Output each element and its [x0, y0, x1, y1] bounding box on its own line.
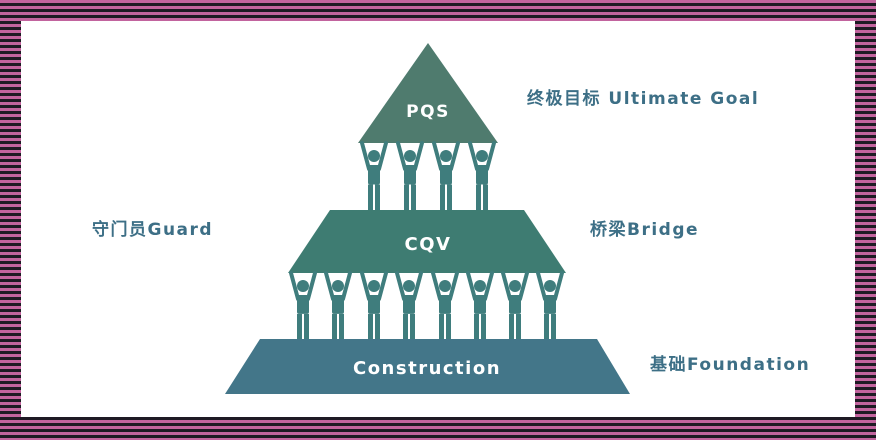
tier-construction-label: Construction: [353, 358, 501, 379]
person-figure: [432, 141, 460, 210]
label-guard: 守门员Guard: [92, 220, 214, 240]
person-figure: [396, 141, 424, 210]
person-figure: [468, 141, 496, 210]
person-figure: [289, 271, 317, 339]
tier-cqv: [288, 210, 566, 273]
person-figure: [431, 271, 459, 339]
people-row-upper: [360, 141, 496, 210]
tier-cqv-label: CQV: [405, 234, 452, 255]
person-figure: [360, 271, 388, 339]
person-figure: [395, 271, 423, 339]
label-foundation: 基础Foundation: [650, 355, 811, 375]
tier-pqs: [358, 43, 498, 143]
person-figure: [466, 271, 494, 339]
person-figure: [536, 271, 564, 339]
person-figure: [324, 271, 352, 339]
person-figure: [360, 141, 388, 210]
tier-pqs-label: PQS: [406, 102, 450, 122]
label-bridge: 桥梁Bridge: [590, 220, 700, 240]
tier-construction: [225, 339, 630, 394]
label-ultimate-goal: 终极目标 Ultimate Goal: [527, 89, 760, 109]
person-figure: [501, 271, 529, 339]
people-row-lower: [289, 271, 564, 339]
